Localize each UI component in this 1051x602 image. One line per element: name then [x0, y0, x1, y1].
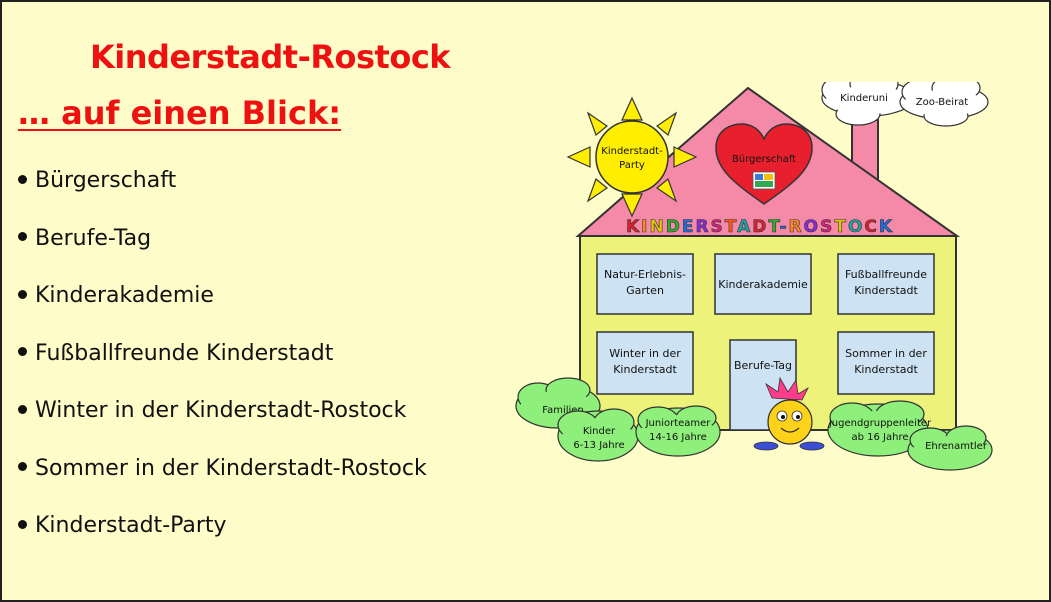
bush-label: Juniorteamer	[645, 418, 712, 429]
cloud-icon	[821, 82, 915, 126]
window-label: Kinderstadt	[613, 363, 677, 376]
bush-label: Familien	[542, 405, 584, 416]
bush-label: Kinder	[583, 426, 616, 437]
bush-label: 6-13 Jahre	[573, 440, 624, 451]
window-sommer	[837, 331, 935, 395]
list-item: Sommer in der Kinderstadt-Rostock	[18, 450, 427, 508]
banner-letter: A	[737, 217, 752, 237]
banner-letter: O	[804, 217, 820, 237]
banner-letter: R	[789, 217, 804, 237]
list-item-label: Sommer in der Kinderstadt-Rostock	[35, 455, 427, 481]
window-kinderakademie	[714, 253, 812, 315]
banner-letter: K	[626, 217, 641, 237]
overview-list: Bürgerschaft Berufe-Tag Kinderakademie F…	[18, 162, 427, 565]
list-item: Berufe-Tag	[18, 220, 427, 278]
list-item-label: Kinderakademie	[35, 283, 214, 308]
bush-label: Jugendgruppenleiter	[828, 418, 932, 429]
heart-label: Bürgerschaft	[732, 154, 796, 165]
bush-juniorteamer	[635, 405, 721, 457]
bush-jugendgruppenleiter	[827, 400, 929, 457]
window-label: Natur-Erlebnis-	[604, 268, 686, 281]
banner-letter: T	[725, 217, 737, 237]
banner-letter: S	[820, 217, 834, 237]
banner-letter: T	[768, 217, 780, 237]
window-natur-erlebnis-garten	[596, 253, 694, 315]
flag-emblem-icon	[752, 171, 776, 190]
list-item-label: Kinderstadt-Party	[35, 513, 227, 538]
bullet-icon	[18, 347, 27, 356]
banner-letter: I	[641, 217, 649, 237]
banner-letter: K	[879, 217, 894, 237]
banner-letter: R	[695, 217, 710, 237]
page-title: Kinderstadt-Rostock	[90, 38, 451, 76]
list-item: Fußballfreunde Kinderstadt	[18, 335, 427, 393]
banner-text: KINDERSTADT-ROSTOCK	[626, 217, 894, 237]
list-item: Kinderakademie	[18, 277, 427, 335]
banner-letter: N	[649, 217, 665, 237]
list-item-label: Berufe-Tag	[35, 225, 152, 251]
bullet-icon	[18, 232, 27, 241]
list-item: Bürgerschaft	[18, 162, 427, 220]
cloud-label: Zoo-Beirat	[916, 97, 969, 108]
kinderstadt-house-illustration: KINDERSTADT-ROSTOCK Natur-Erlebnis- Gart…	[515, 82, 993, 471]
banner-letter: -	[779, 217, 788, 237]
window-label: Sommer in der	[845, 347, 927, 360]
mascot-icon	[753, 376, 825, 451]
banner-letter: C	[864, 217, 878, 237]
window-label: Kinderstadt	[854, 284, 918, 297]
sun-label: Party	[619, 160, 645, 171]
heart-icon	[715, 123, 813, 205]
sun-label: Kinderstadt-	[601, 146, 663, 157]
bullet-icon	[18, 289, 27, 299]
bush-label: 14-16 Jahre	[649, 432, 707, 443]
banner-letter: T	[834, 217, 848, 237]
banner-letter: O	[848, 217, 864, 237]
list-item: Winter in der Kinderstadt-Rostock	[18, 392, 427, 450]
window-label: Winter in der	[609, 347, 681, 360]
banner-letter: D	[752, 217, 768, 237]
bullet-icon	[18, 462, 27, 471]
list-item-label: Bürgerschaft	[35, 168, 177, 193]
window-label: Kinderakademie	[718, 278, 808, 291]
page-subtitle: … auf einen Blick:	[18, 94, 342, 132]
window-label: Garten	[626, 284, 664, 297]
bush-label: Ehrenamtler	[925, 441, 988, 452]
banner-letter: E	[682, 217, 696, 237]
list-item-label: Fußballfreunde Kinderstadt	[35, 340, 334, 366]
bush-label: ab 16 Jahre	[851, 432, 908, 443]
window-label: Kinderstadt	[854, 363, 918, 376]
bullet-icon	[18, 404, 27, 414]
window-label: Fußballfreunde	[845, 268, 927, 281]
list-item: Kinderstadt-Party	[18, 507, 427, 565]
banner-letter: S	[711, 217, 725, 237]
window-fussballfreunde	[837, 253, 935, 315]
banner-letter: D	[666, 217, 682, 237]
door-label: Berufe-Tag	[734, 359, 792, 372]
bullet-icon	[18, 174, 27, 184]
cloud-icon	[899, 82, 989, 127]
cloud-label: Kinderuni	[840, 93, 888, 104]
list-item-label: Winter in der Kinderstadt-Rostock	[35, 398, 407, 423]
bullet-icon	[18, 519, 27, 529]
bush-ehrenamtler	[907, 425, 993, 471]
sun-icon	[566, 96, 698, 218]
window-winter	[596, 331, 694, 395]
bush-kinder	[557, 408, 639, 462]
